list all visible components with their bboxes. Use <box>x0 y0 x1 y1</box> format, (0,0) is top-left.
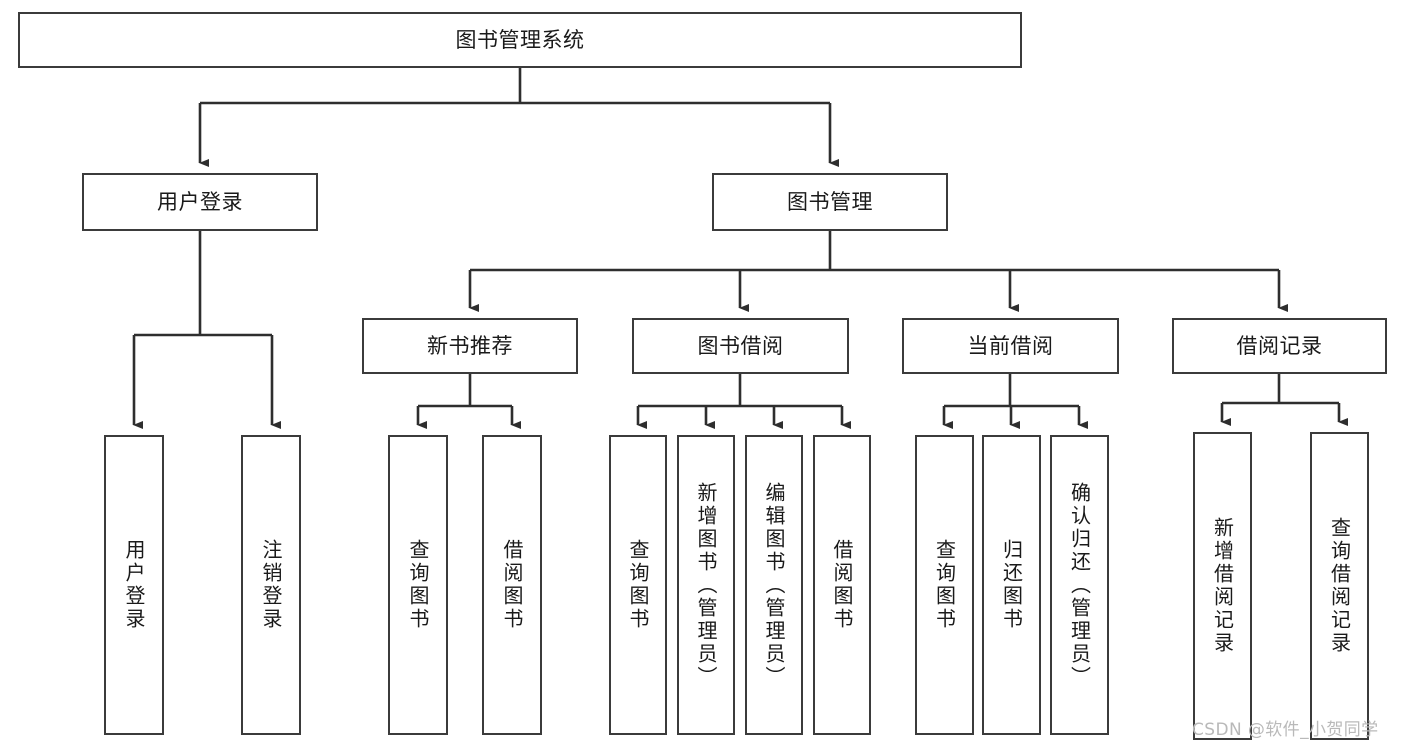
node-leaf-confirm-return-admin[interactable]: 确认归还（管理员） <box>1050 435 1109 735</box>
node-leaf-label: 确认归还（管理员） <box>1067 481 1092 689</box>
node-borrow-records[interactable]: 借阅记录 <box>1172 318 1387 374</box>
node-borrow-records-label: 借阅记录 <box>1236 333 1323 358</box>
node-leaf-user-login[interactable]: 用户登录 <box>104 435 164 735</box>
csdn-watermark: CSDN @软件_小贺同学 <box>1192 720 1379 740</box>
node-root-system[interactable]: 图书管理系统 <box>18 12 1022 68</box>
node-leaf-label: 查询图书 <box>406 539 430 631</box>
node-leaf-query-book-rec[interactable]: 查询图书 <box>388 435 448 735</box>
node-leaf-return-book[interactable]: 归还图书 <box>982 435 1041 735</box>
node-leaf-borrow-book-rec[interactable]: 借阅图书 <box>482 435 542 735</box>
node-leaf-logout[interactable]: 注销登录 <box>241 435 301 735</box>
node-leaf-add-book-admin[interactable]: 新增图书（管理员） <box>677 435 735 735</box>
node-leaf-label: 注销登录 <box>259 539 283 631</box>
node-current-borrow-label: 当前借阅 <box>967 333 1054 358</box>
node-root-label: 图书管理系统 <box>455 27 585 52</box>
node-leaf-label: 新增借阅记录 <box>1210 517 1235 655</box>
node-leaf-label: 查询借阅记录 <box>1327 517 1352 655</box>
node-leaf-label: 借阅图书 <box>500 539 524 631</box>
node-user-login-label: 用户登录 <box>157 189 243 214</box>
node-leaf-label: 用户登录 <box>122 539 146 631</box>
node-leaf-label: 归还图书 <box>999 539 1024 631</box>
node-leaf-label: 编辑图书（管理员） <box>762 481 786 689</box>
node-leaf-query-borrow-record[interactable]: 查询借阅记录 <box>1310 432 1369 740</box>
node-book-management-label: 图书管理 <box>787 189 873 214</box>
node-leaf-label: 查询图书 <box>932 539 957 631</box>
node-current-borrow[interactable]: 当前借阅 <box>902 318 1119 374</box>
node-leaf-borrow-book[interactable]: 借阅图书 <box>813 435 871 735</box>
node-leaf-query-book-current[interactable]: 查询图书 <box>915 435 974 735</box>
node-book-borrow-label: 图书借阅 <box>697 333 784 358</box>
node-book-borrow[interactable]: 图书借阅 <box>632 318 849 374</box>
node-leaf-add-borrow-record[interactable]: 新增借阅记录 <box>1193 432 1252 740</box>
node-user-login[interactable]: 用户登录 <box>82 173 318 231</box>
node-new-book-recommend-label: 新书推荐 <box>427 333 513 358</box>
node-book-management[interactable]: 图书管理 <box>712 173 948 231</box>
node-new-book-recommend[interactable]: 新书推荐 <box>362 318 578 374</box>
node-leaf-edit-book-admin[interactable]: 编辑图书（管理员） <box>745 435 803 735</box>
node-leaf-label: 借阅图书 <box>830 539 854 631</box>
node-leaf-label: 查询图书 <box>626 539 650 631</box>
node-leaf-query-book-borrow[interactable]: 查询图书 <box>609 435 667 735</box>
node-leaf-label: 新增图书（管理员） <box>694 481 718 689</box>
